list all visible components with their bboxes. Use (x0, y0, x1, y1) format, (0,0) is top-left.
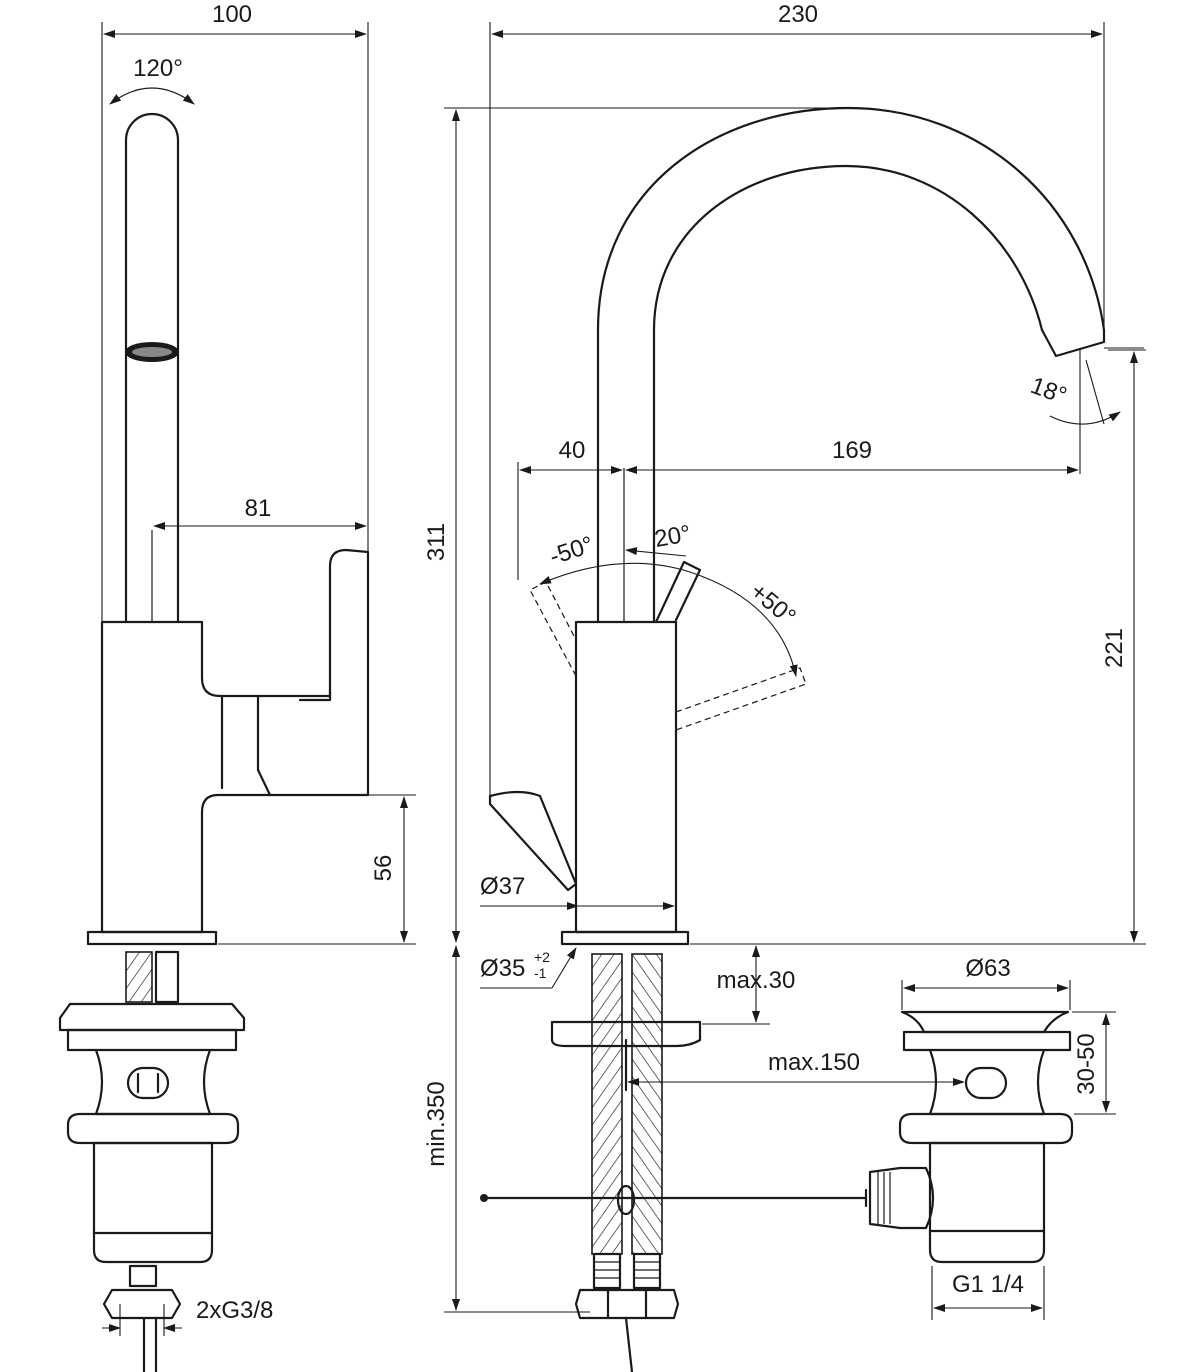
waste-pipe (928, 1141, 1046, 1233)
side-waste-slot (126, 1066, 170, 1100)
dim-g38-label: 2xG3/8 (196, 1297, 273, 1324)
dim-169-label: 169 (832, 437, 872, 464)
front-spout-tip (1040, 328, 1106, 358)
dim-40-label: 40 (559, 437, 586, 464)
dim-56-label: 56 (370, 855, 397, 882)
popup-lever (488, 790, 578, 892)
side-body (100, 548, 370, 934)
front-body (574, 620, 678, 934)
waste-connector (868, 1166, 935, 1230)
dim-d35-plus-label: +2 (534, 949, 550, 965)
dim-18-label: 18° (1027, 372, 1070, 410)
side-mount-plate (58, 1002, 246, 1032)
dim-d63-label: Ø63 (965, 955, 1010, 982)
dim-221-label: 221 (1101, 628, 1128, 668)
dim-100-label: 100 (212, 1, 252, 28)
dim-120-label: 120° (133, 55, 183, 82)
fitting-right (632, 1252, 662, 1290)
dim-311-label: 311 (423, 523, 450, 561)
waste-flange (902, 1030, 1072, 1052)
side-nut (102, 1288, 182, 1320)
side-fitting (128, 1264, 158, 1288)
fitting-left (592, 1252, 622, 1290)
side-waste-flange (66, 1028, 238, 1052)
hose-right (631, 953, 663, 1255)
front-base-plate (560, 930, 690, 946)
side-hose (125, 951, 153, 1003)
waste-cap (900, 1010, 1070, 1034)
front-spout-inner (652, 164, 1044, 624)
dim-g14-label: G1 1/4 (952, 1271, 1024, 1298)
dim-81-label: 81 (245, 495, 272, 522)
dim-min350-label: min.350 (423, 1081, 450, 1166)
dim-3050-label: 30-50 (1073, 1033, 1100, 1094)
front-lever (654, 560, 702, 624)
dim-d35-minus-label: -1 (534, 965, 547, 981)
lever-pos-plus50 (675, 667, 807, 731)
side-base-plate (86, 930, 218, 946)
side-waste-body (94, 1048, 212, 1116)
hose-left (591, 953, 623, 1255)
front-mount-plate (550, 1020, 702, 1048)
lever-pos-minus50 (529, 581, 577, 677)
front-nuts (574, 1288, 680, 1320)
side-view: 100 120° 81 56 2xG3/8 (58, 1, 416, 1372)
dim-d37-label: Ø37 (480, 873, 525, 900)
dim-230-label: 230 (778, 1, 818, 28)
side-spout (124, 112, 180, 624)
dim-max150-label: max.150 (768, 1049, 860, 1076)
dim-minus50-label: -50° (546, 531, 596, 570)
dim-d35-label: Ø35 (480, 955, 525, 982)
dim-plus50-label: +50° (745, 578, 801, 631)
dim-max30-label: max.30 (717, 967, 796, 994)
waste-slot (964, 1066, 1008, 1100)
dim-20-label: 20° (652, 520, 692, 553)
waste-ring (898, 1112, 1074, 1145)
front-view: 230 311 40 169 18° -50° 20° +50° 221 Ø37 (423, 1, 1146, 1372)
